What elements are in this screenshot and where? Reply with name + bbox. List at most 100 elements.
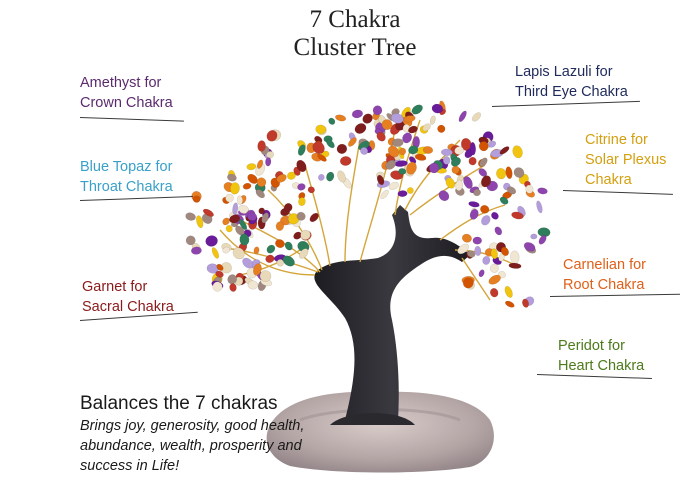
gem-chip: [236, 195, 243, 205]
gem-chip: [454, 146, 464, 155]
tagline-heading: Balances the 7 chakras: [80, 393, 278, 414]
title-line-1: 7 Chakra: [309, 6, 401, 33]
gem-chip: [211, 247, 220, 259]
rock-base: [266, 391, 494, 473]
gem-chip: [253, 246, 260, 255]
gem-chip: [307, 186, 315, 194]
gem-chip: [455, 179, 463, 192]
gem-chip: [438, 190, 450, 202]
gem-chip: [479, 157, 488, 167]
gem-chip: [398, 168, 407, 175]
gem-chip: [500, 246, 509, 257]
tagline-line-2: abundance, wealth, prosperity and: [80, 438, 302, 454]
gem-chip: [450, 156, 461, 167]
gem-chip: [473, 188, 481, 197]
gem-chip: [506, 186, 517, 195]
gem-chip: [451, 165, 460, 174]
gem-chip: [422, 123, 431, 132]
gem-chip: [202, 208, 214, 217]
gem-chip: [481, 215, 491, 226]
label-garnet-line-1: Garnet for: [82, 279, 148, 295]
gem-chip: [247, 280, 259, 290]
gem-chip: [242, 182, 252, 190]
label-peridot-line-2: Heart Chakra: [558, 358, 645, 374]
gem-chip: [490, 248, 498, 260]
label-topaz-line-1: Blue Topaz for: [80, 159, 173, 175]
tagline-body: Brings joy, generosity, good health, abu…: [80, 416, 380, 476]
label-citrine-line-2: Solar Plexus: [585, 152, 667, 168]
gem-chip: [457, 243, 470, 255]
label-peridot: Peridot for Heart Chakra: [558, 336, 644, 376]
gem-chip: [523, 242, 536, 252]
gem-chip: [317, 153, 327, 162]
gem-chip: [239, 233, 250, 246]
gem-chip: [275, 239, 285, 249]
gem-chip: [398, 147, 407, 156]
page-title: 7 Chakra Cluster Tree: [250, 6, 460, 62]
gem-chip: [336, 143, 348, 154]
gem-chip: [239, 219, 248, 231]
gem-chip: [360, 146, 369, 155]
gem-chip: [494, 226, 503, 236]
gem-chip: [259, 270, 272, 282]
gem-chip: [385, 159, 396, 170]
gem-chip: [275, 221, 285, 231]
gem-chip: [247, 173, 258, 184]
gem-chip: [283, 202, 293, 213]
gem-chip: [428, 162, 440, 174]
gem-chip: [390, 113, 404, 124]
gem-chip: [406, 187, 414, 194]
gem-chip: [257, 140, 266, 152]
gem-chip: [298, 197, 306, 207]
gem-chip: [266, 130, 278, 142]
gem-chip: [215, 270, 224, 278]
gem-chip: [222, 217, 230, 226]
gem-chip: [511, 211, 524, 220]
gem-chip: [229, 283, 237, 292]
gem-chip: [397, 190, 408, 197]
gem-chip: [276, 259, 284, 267]
gem-chip: [196, 215, 204, 229]
gem-chip: [522, 298, 529, 308]
gem-chip: [431, 103, 444, 114]
gem-chip: [312, 141, 325, 154]
gem-chip: [337, 170, 346, 183]
gem-chip: [469, 141, 476, 156]
gem-chip: [402, 132, 413, 144]
label-carnelian-line-1: Carnelian for: [563, 257, 647, 273]
gem-chip: [408, 125, 418, 134]
gem-chip: [232, 247, 245, 260]
gem-chip: [227, 173, 237, 182]
gem-chip: [466, 250, 476, 258]
gem-chip: [512, 145, 523, 159]
gem-chip: [265, 157, 272, 167]
label-garnet: Garnet for Sacral Chakra: [82, 277, 174, 317]
label-carnelian-line-2: Root Chakra: [563, 277, 645, 293]
label-amethyst-line-1: Amethyst for: [80, 75, 162, 91]
gem-chip: [513, 167, 525, 178]
gem-chip: [478, 141, 489, 152]
gem-chip: [229, 214, 241, 224]
gem-chip: [376, 131, 386, 142]
gem-chip: [491, 211, 499, 220]
gem-chip: [437, 124, 446, 133]
gem-chip: [212, 281, 223, 292]
gem-chip: [297, 183, 306, 191]
gem-chip: [380, 189, 389, 200]
gem-chip: [300, 229, 311, 241]
gem-chip: [185, 235, 196, 246]
tree-trunk: [314, 205, 470, 420]
gem-chip: [530, 233, 538, 240]
gem-chip: [408, 156, 417, 164]
gem-chip: [442, 156, 451, 165]
gem-chip: [403, 115, 416, 123]
gem-chip: [406, 161, 417, 175]
gem-chip: [297, 144, 306, 156]
label-lapis-line-2: Third Eye Chakra: [515, 84, 628, 100]
gem-chip: [525, 184, 534, 194]
gem-chip: [478, 269, 485, 278]
gem-chip: [265, 254, 275, 263]
label-carnelian: Carnelian for Root Chakra: [563, 255, 646, 295]
gem-chip: [480, 205, 490, 214]
gem-chip: [462, 277, 474, 289]
